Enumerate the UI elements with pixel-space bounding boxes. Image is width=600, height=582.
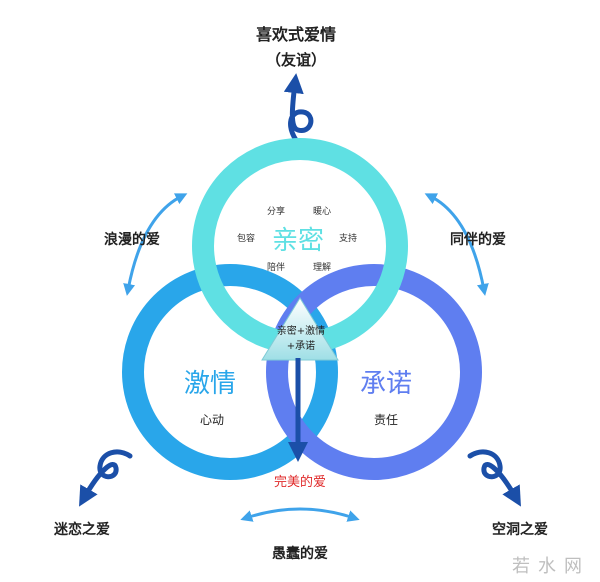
- empty-arrow-icon: [467, 449, 521, 507]
- watermark: 若水网: [512, 556, 590, 577]
- intimacy-title: 亲密: [272, 226, 324, 256]
- fatuous-label: 愚蠢的爱: [272, 545, 328, 562]
- companionate-arrow-icon: [424, 193, 489, 296]
- top-label-line1: 喜欢式爱情: [256, 25, 336, 44]
- passion-title: 激情: [184, 369, 236, 399]
- commitment-title: 承诺: [360, 369, 412, 399]
- romantic-arrow-icon: [123, 193, 188, 296]
- passion-subtitle: 心动: [200, 413, 224, 427]
- companionate-label: 同伴的爱: [450, 231, 506, 248]
- romantic-label: 浪漫的爱: [104, 231, 160, 248]
- center-label-line2: +承诺: [287, 340, 315, 352]
- intimacy-trait: 分享: [267, 205, 285, 217]
- arrow-up-icon: [283, 73, 314, 148]
- intimacy-trait: 陪伴: [267, 261, 285, 273]
- center-label-line1: 亲密+激情: [277, 324, 325, 337]
- consummate-label: 完美的爱: [274, 474, 326, 490]
- intimacy-trait: 理解: [313, 261, 331, 273]
- top-label-line2: （友谊）: [266, 51, 326, 69]
- ring-commitment: [266, 264, 482, 480]
- ring-passion: [122, 264, 338, 480]
- infatuation-arrow-icon: [79, 449, 133, 507]
- intimacy-trait: 支持: [339, 232, 357, 244]
- empty-label: 空洞之爱: [492, 521, 548, 538]
- commitment-subtitle: 责任: [374, 413, 398, 427]
- fatuous-arrow-icon: [240, 507, 360, 522]
- intimacy-trait: 包容: [237, 232, 255, 244]
- infatuation-label: 迷恋之爱: [53, 521, 110, 538]
- intimacy-trait: 暖心: [313, 205, 331, 217]
